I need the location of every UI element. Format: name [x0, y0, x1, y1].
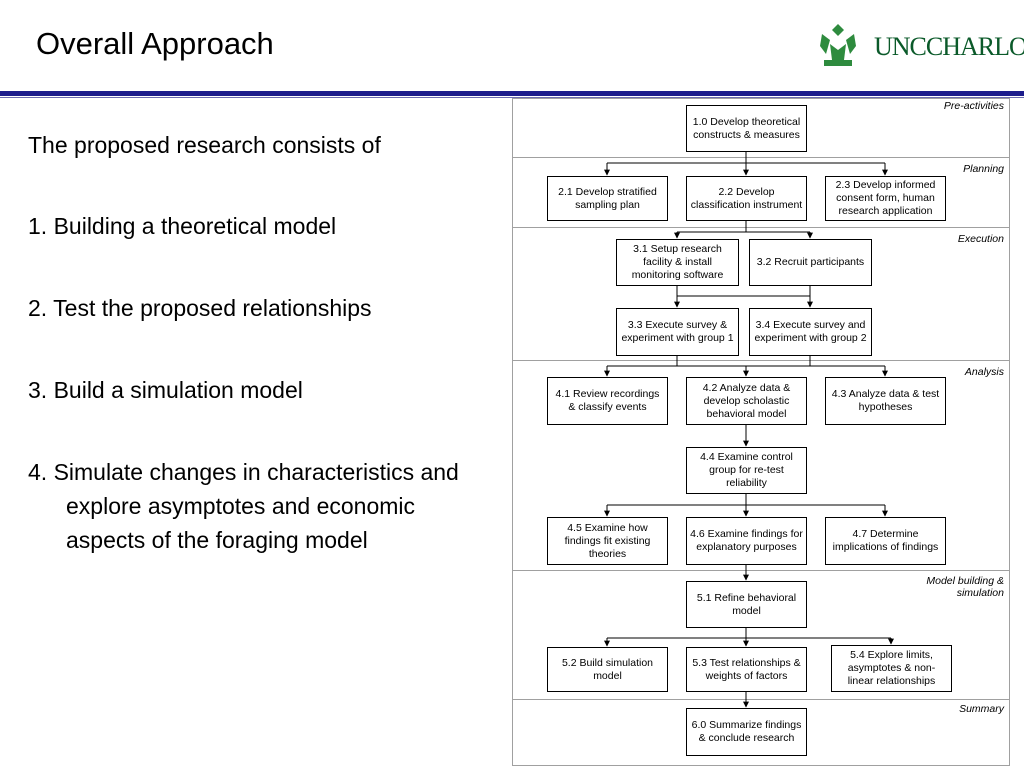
step-1-0: 1.0 Develop theoretical constructs & mea…: [686, 105, 807, 152]
phase-divider: [512, 227, 1010, 228]
slide-title: Overall Approach: [36, 26, 274, 61]
phase-label-analysis: Analysis: [964, 366, 1004, 378]
step-4-6: 4.6 Examine findings for explanatory pur…: [686, 517, 807, 565]
step-2-2: 2.2 Develop classification instrument: [686, 176, 807, 221]
body-text: The proposed research consists of 1. Bui…: [28, 128, 488, 605]
step-4-3: 4.3 Analyze data & test hypotheses: [825, 377, 946, 425]
phase-label-planning: Planning: [963, 163, 1004, 175]
step-6-0: 6.0 Summarize findings & conclude resear…: [686, 708, 807, 756]
list-item: 2. Test the proposed relationships: [28, 295, 372, 321]
phase-divider: [512, 570, 1010, 571]
step-4-1: 4.1 Review recordings & classify events: [547, 377, 668, 425]
step-4-5: 4.5 Examine how findings fit existing th…: [547, 517, 668, 565]
step-3-2: 3.2 Recruit participants: [749, 239, 872, 286]
phase-label-pre: Pre-activities: [943, 100, 1004, 112]
university-logo: [820, 24, 856, 66]
phase-divider: [512, 157, 1010, 158]
intro-text: The proposed research consists of: [28, 132, 381, 158]
list-item: 3. Build a simulation model: [28, 377, 303, 403]
step-5-4: 5.4 Explore limits, asymptotes & non-lin…: [831, 645, 952, 692]
step-2-1: 2.1 Develop stratified sampling plan: [547, 176, 668, 221]
phase-divider: [512, 699, 1010, 700]
step-3-4: 3.4 Execute survey and experiment with g…: [749, 308, 872, 356]
flowchart-frame: [512, 98, 1010, 766]
phase-label-model-building: Model building & simulation: [926, 575, 1004, 599]
step-4-4: 4.4 Examine control group for re-test re…: [686, 447, 807, 494]
header-rule-thin: [0, 97, 1024, 98]
step-4-7: 4.7 Determine implications of findings: [825, 517, 946, 565]
step-3-3: 3.3 Execute survey & experiment with gro…: [616, 308, 739, 356]
list-item: 4. Simulate changes in characteristics a…: [28, 459, 459, 553]
phase-label-execution: Execution: [957, 233, 1004, 245]
step-2-3: 2.3 Develop informed consent form, human…: [825, 176, 946, 221]
step-5-3: 5.3 Test relationships & weights of fact…: [686, 647, 807, 692]
phase-label-summary: Summary: [959, 703, 1004, 715]
step-4-2: 4.2 Analyze data & develop scholastic be…: [686, 377, 807, 425]
list-item: 1. Building a theoretical model: [28, 213, 337, 239]
header-rule: [0, 91, 1024, 96]
step-3-1: 3.1 Setup research facility & install mo…: [616, 239, 739, 286]
phase-divider: [512, 360, 1010, 361]
logo-wordmark: UNCCHARLOTTE: [874, 32, 1024, 61]
step-5-1: 5.1 Refine behavioral model: [686, 581, 807, 628]
step-5-2: 5.2 Build simulation model: [547, 647, 668, 692]
